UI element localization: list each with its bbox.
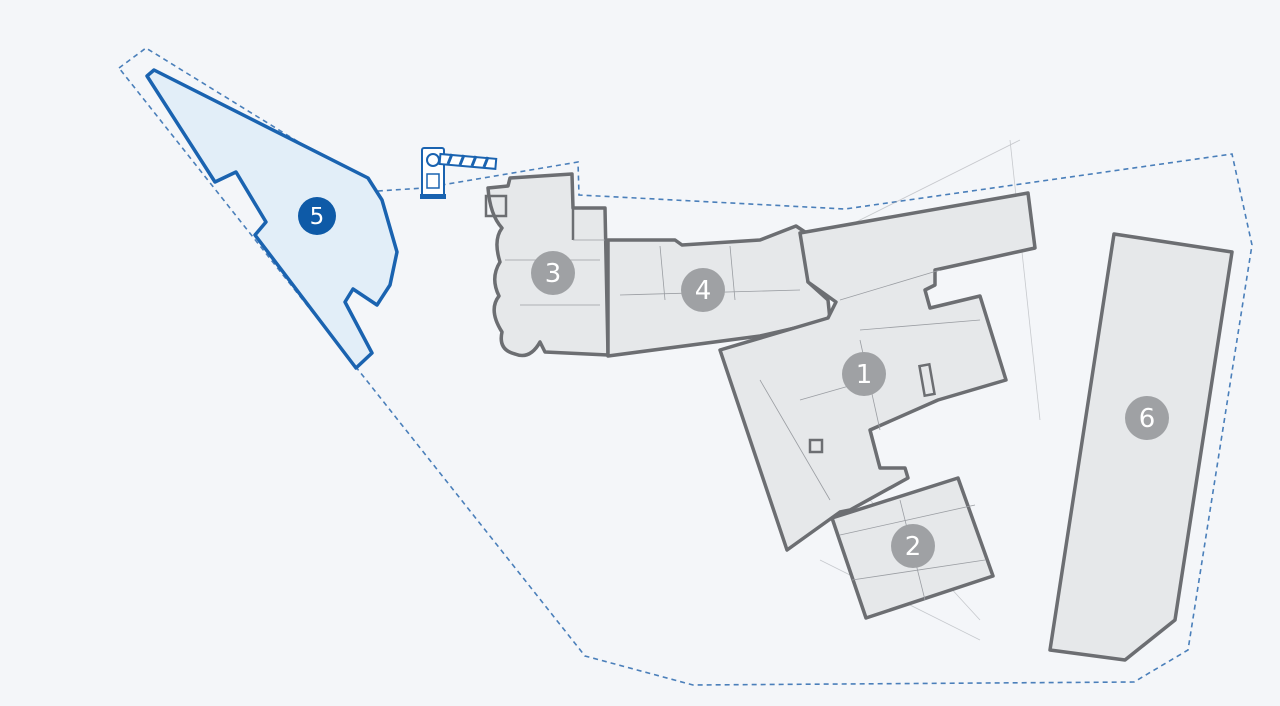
- marker-label-5: 5: [310, 204, 325, 230]
- marker-building-3[interactable]: 3: [531, 251, 575, 295]
- marker-label-3: 3: [545, 259, 562, 289]
- site-boundary: [117, 47, 1253, 686]
- marker-building-2[interactable]: 2: [891, 524, 935, 568]
- marker-building-4[interactable]: 4: [681, 268, 725, 312]
- marker-label-4: 4: [695, 276, 712, 306]
- marker-building-5[interactable]: 5: [298, 197, 336, 235]
- marker-building-1[interactable]: 1: [842, 352, 886, 396]
- marker-label-6: 6: [1139, 404, 1156, 434]
- building-5[interactable]: [145, 68, 399, 370]
- marker-label-2: 2: [905, 532, 922, 562]
- barrier-gate-icon: [420, 147, 498, 199]
- marker-building-6[interactable]: 6: [1125, 396, 1169, 440]
- marker-label-1: 1: [856, 360, 873, 390]
- building-6[interactable]: [1048, 232, 1234, 662]
